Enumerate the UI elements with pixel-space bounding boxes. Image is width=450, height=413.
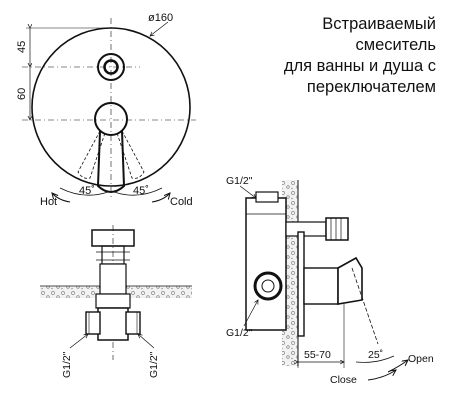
product-title: Встраиваемый смеситель для ванны и душа … [246, 14, 436, 98]
front-view-labels: ø160 45 60 45˚ 45˚ Hot Cold [16, 12, 193, 208]
lever-angle-label: 25˚ [368, 349, 383, 361]
side-view [239, 180, 408, 381]
dim-lower-label: 60 [16, 88, 28, 100]
title-line-2: смеситель [355, 36, 436, 54]
angle-right-label: 45˚ [133, 185, 149, 197]
lever-handle-icon [77, 102, 145, 193]
angle-left-label: 45˚ [79, 185, 95, 197]
title-line-3: для ванны и душа с [283, 57, 436, 75]
front-view [22, 18, 196, 203]
dim-upper-label: 45 [16, 41, 28, 53]
outlet-ring-icon [253, 271, 283, 301]
port-left-label: G1/2" [61, 351, 73, 378]
diverter-knob-icon [97, 53, 125, 81]
cold-label: Cold [170, 196, 193, 208]
port-top-label: G1/2" [226, 175, 253, 187]
port-bottom-label: G1/2" [226, 327, 253, 339]
hot-label: Hot [40, 196, 57, 208]
title-line-4: переключателем [306, 78, 436, 96]
depth-range-label: 55-70 [304, 349, 331, 361]
side-view-labels: G1/2" G1/2" 55-70 25˚ Open Close [226, 175, 434, 386]
title-line-1: Встраиваемый [322, 15, 436, 33]
port-right-icon [125, 311, 141, 335]
bottom-view-labels: G1/2" G1/2" [61, 351, 160, 378]
open-label: Open [408, 353, 434, 365]
port-left-icon [85, 311, 101, 335]
close-label: Close [330, 374, 357, 386]
bottom-view [40, 225, 192, 360]
diameter-label: ø160 [148, 12, 173, 24]
port-right-label: G1/2" [148, 351, 160, 378]
